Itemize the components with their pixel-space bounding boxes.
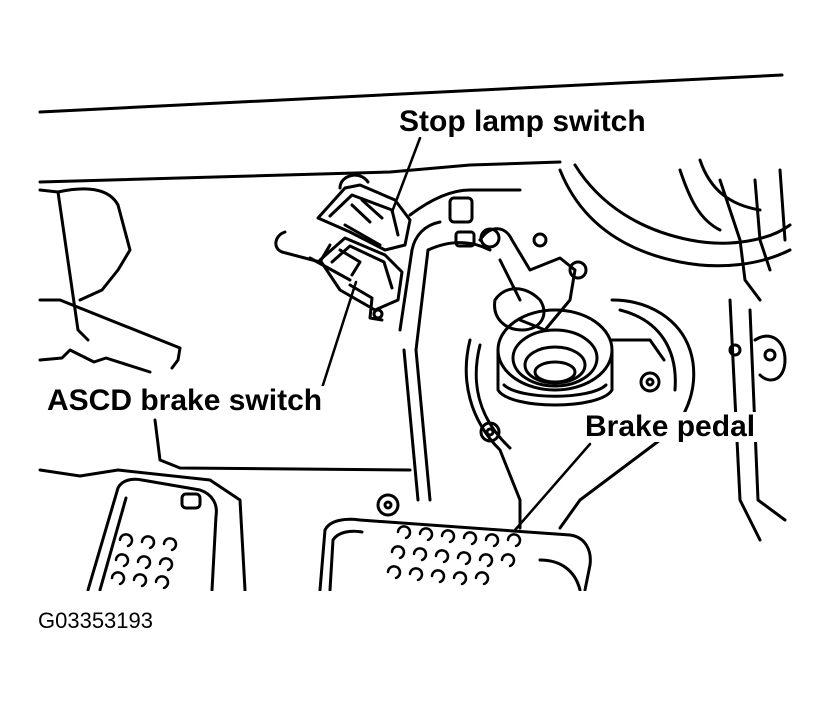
figure-id: G03353193 <box>38 608 153 633</box>
stop-lamp-switch-label: Stop lamp switch <box>396 107 649 137</box>
ascd-brake-switch-label: ASCD brake switch <box>44 386 326 416</box>
pedal-bracket <box>398 188 522 502</box>
wiring-harness <box>558 158 792 302</box>
accelerator-pedal-pad <box>86 477 218 592</box>
left-trim-panel <box>38 187 412 592</box>
leader-line-ascd-brake-switch <box>320 280 358 390</box>
brake-pedal-pad-treads <box>386 525 522 586</box>
stop-lamp-switch <box>274 173 412 282</box>
pedal-arm-assembly <box>478 227 588 332</box>
brake-pedal-label: Brake pedal <box>582 412 759 442</box>
image-crop-mask <box>0 591 823 707</box>
leader-line-brake-pedal <box>513 442 592 532</box>
pedal-return-spring <box>496 308 614 407</box>
right-side-pipes <box>728 298 787 542</box>
ascd-brake-switch <box>318 236 404 322</box>
brake-pedal-pad <box>318 517 592 592</box>
dash-panel-edge <box>38 73 784 184</box>
leader-line-stop-lamp-switch <box>390 136 422 214</box>
accelerator-pedal-pad-treads <box>110 533 178 590</box>
